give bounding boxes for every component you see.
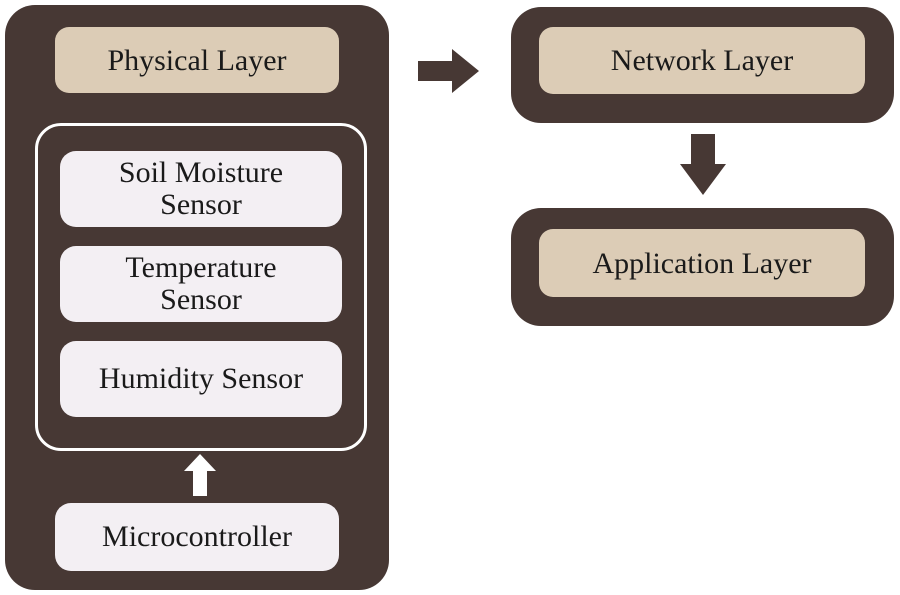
microcontroller-box: Microcontroller bbox=[55, 503, 339, 571]
physical-layer-panel: Physical Layer Soil Moisture Sensor Temp… bbox=[5, 5, 389, 590]
temperature-sensor: Temperature Sensor bbox=[60, 246, 342, 322]
up-arrow-icon bbox=[184, 454, 216, 496]
sensor-group: Soil Moisture Sensor Temperature Sensor … bbox=[35, 123, 367, 451]
network-layer-panel: Network Layer bbox=[511, 7, 894, 123]
application-layer-panel: Application Layer bbox=[511, 208, 894, 326]
soil-moisture-sensor: Soil Moisture Sensor bbox=[60, 151, 342, 227]
network-layer-title: Network Layer bbox=[539, 27, 865, 94]
humidity-sensor: Humidity Sensor bbox=[60, 341, 342, 417]
physical-layer-title: Physical Layer bbox=[55, 27, 339, 93]
down-arrow-icon bbox=[680, 134, 726, 195]
right-arrow-icon bbox=[418, 49, 479, 93]
application-layer-title: Application Layer bbox=[539, 229, 865, 297]
